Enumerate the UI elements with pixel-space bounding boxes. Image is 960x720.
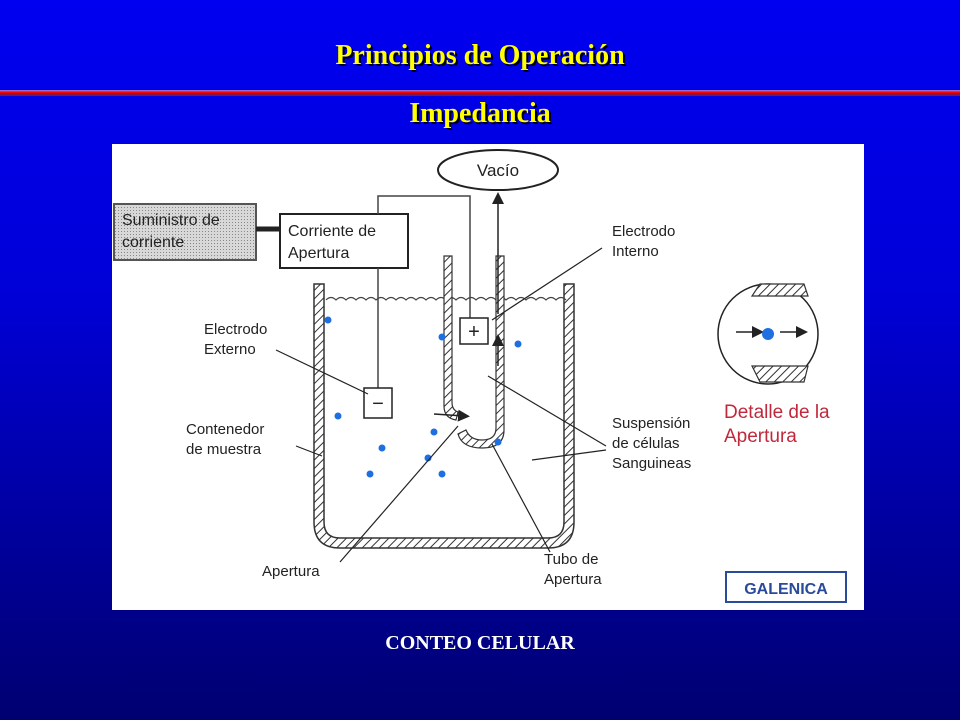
cell <box>324 316 332 324</box>
power-supply-box: Suministro de corriente <box>113 203 257 261</box>
sample-container <box>313 283 575 549</box>
internal-electrode-label-1: Electrodo <box>612 223 675 240</box>
slide-subtitle: Impedancia <box>409 98 551 129</box>
cell <box>514 340 522 348</box>
vacuum-node: Vacío <box>437 149 559 191</box>
suspension-label-2: de células <box>612 435 680 452</box>
cell <box>424 454 432 462</box>
blood-cells <box>324 316 522 478</box>
cell <box>438 333 446 341</box>
external-electrode-label-2: Externo <box>204 341 256 358</box>
plus-sign: + <box>468 321 480 343</box>
suspension-label-1: Suspensión <box>612 415 690 432</box>
cell <box>378 444 386 452</box>
vacuum-label: Vacío <box>477 161 519 180</box>
impedance-diagram: Vacío Suministro de corriente Corriente … <box>112 144 864 610</box>
cell <box>438 470 446 478</box>
aperture-detail: Detalle de la Apertura <box>717 283 830 447</box>
aperture-tube <box>443 255 505 449</box>
aperture-current-label-1: Corriente de <box>288 223 376 240</box>
logo-text: GALENICA <box>744 581 828 598</box>
suspension-label-3: Sanguineas <box>612 455 691 472</box>
slide-title: Principios de Operación <box>335 40 625 71</box>
cell <box>430 428 438 436</box>
aperture-current-label-2: Apertura <box>288 245 349 262</box>
cell <box>366 470 374 478</box>
cell <box>494 438 502 446</box>
minus-sign: − <box>372 393 384 415</box>
detail-label-2: Apertura <box>724 426 797 447</box>
external-electrode: − <box>363 387 393 419</box>
aperture-label: Apertura <box>262 563 320 580</box>
footer-caption: CONTEO CELULAR <box>385 632 575 654</box>
container-label-1: Contenedor <box>186 421 264 438</box>
flow-arrow-aperture <box>433 409 470 422</box>
cell <box>334 412 342 420</box>
detail-label-1: Detalle de la <box>724 402 830 423</box>
external-electrode-label-1: Electrodo <box>204 321 267 338</box>
aperture-tube-label-2: Apertura <box>544 571 602 588</box>
power-supply-label-2: corriente <box>122 234 184 251</box>
aperture-tube-label-1: Tubo de <box>544 551 599 568</box>
container-label-2: de muestra <box>186 441 262 458</box>
aperture-current-box: Corriente de Apertura <box>279 213 409 269</box>
title-divider <box>0 90 960 96</box>
galenica-logo: GALENICA <box>725 571 847 603</box>
callout-lines <box>275 247 607 563</box>
internal-electrode-label-2: Interno <box>612 243 659 260</box>
detail-cell <box>762 328 774 340</box>
power-supply-label-1: Suministro de <box>122 212 220 229</box>
wire-internal <box>377 195 471 322</box>
internal-electrode: + <box>459 317 489 345</box>
